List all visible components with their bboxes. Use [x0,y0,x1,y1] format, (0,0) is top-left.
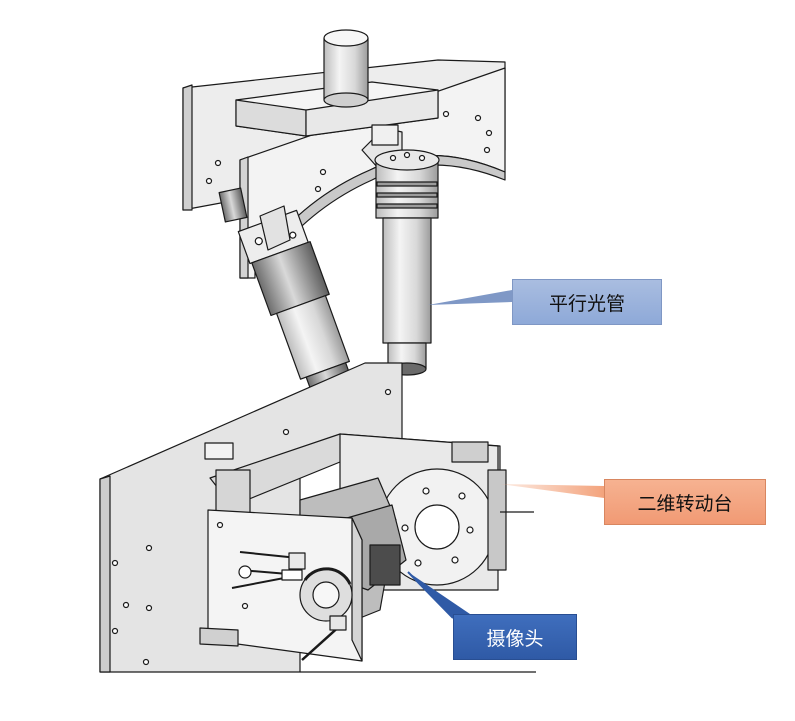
rear-collimator [218,187,248,223]
turntable-label: 二维转动台 [604,479,766,525]
angled-collimator-tube [237,209,361,418]
camera-front-plate [199,509,363,662]
camera-label: 摄像头 [453,614,577,660]
collimator-tube [361,124,440,376]
camera-leader [408,572,470,618]
collimator-label: 平行光管 [512,279,662,325]
top-gantry [182,29,506,279]
turntable-leader [500,484,604,498]
collimator-leader [428,290,512,305]
